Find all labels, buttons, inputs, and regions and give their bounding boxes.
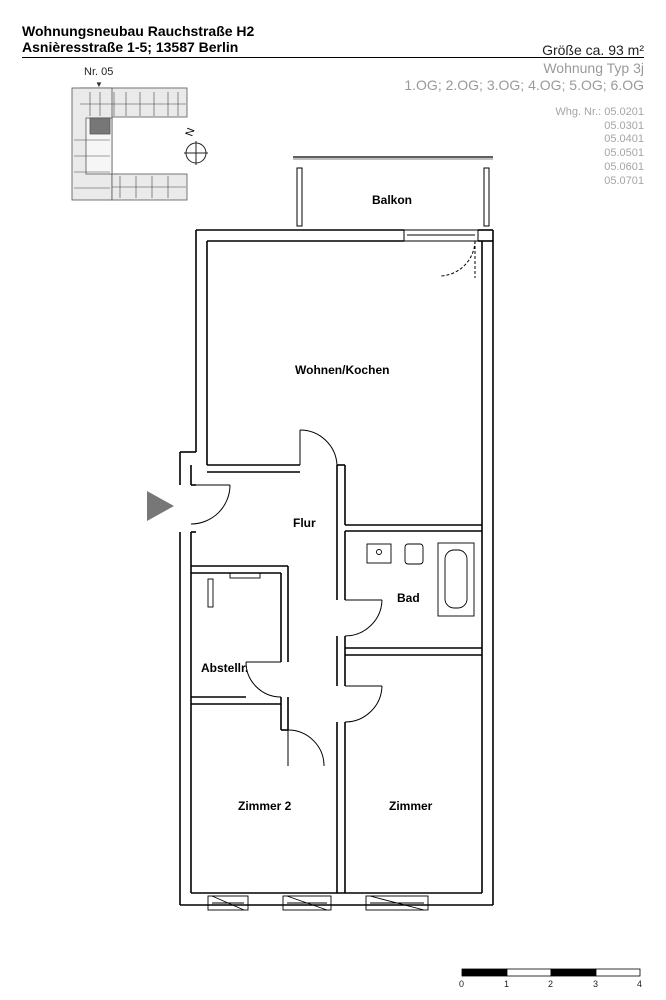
unit-number: 05.0301	[604, 119, 644, 132]
scale-bar	[461, 968, 641, 977]
floor-list: 1.OG; 2.OG; 3.OG; 4.OG; 5.OG; 6.OG	[404, 77, 644, 93]
apartment-type: Wohnung Typ 3j	[543, 60, 644, 76]
unit-number: 05.0401	[604, 133, 644, 146]
keyplan-label: Nr. 05	[84, 66, 114, 78]
scale-label: 0	[459, 979, 465, 989]
entrance-arrow-icon	[147, 491, 174, 521]
unit-number: 05.0501	[604, 147, 644, 160]
bathtub-icon	[437, 542, 475, 617]
room-label-abstellraum: Abstellr.	[201, 661, 249, 675]
walls	[179, 229, 494, 906]
room-label-flur: Flur	[293, 516, 316, 530]
scale-label: 4	[637, 979, 643, 989]
project-title: Wohnungsneubau Rauchstraße H2	[22, 23, 255, 39]
room-label-zimmer: Zimmer	[389, 799, 433, 813]
bathroom-fixtures	[366, 542, 475, 617]
scale-label: 2	[548, 979, 554, 989]
room-label-wohnen-kochen: Wohnen/Kochen	[295, 363, 390, 377]
room-label-zimmer-2: Zimmer 2	[238, 799, 292, 813]
unit-number-list: Whg. Nr.: 05.0201 05.0301 05.0401 05.050…	[555, 106, 644, 188]
balcony-outline	[293, 156, 493, 227]
compass-icon	[184, 141, 208, 165]
door-swings	[190, 429, 383, 767]
unit-number: Whg. Nr.: 05.0201	[555, 106, 644, 118]
windows	[207, 895, 429, 911]
compass-north-label: N	[184, 126, 198, 138]
project-address: Asnièresstraße 1-5; 13587 Berlin	[22, 39, 239, 55]
toilet-icon	[404, 543, 424, 565]
scale-label: 3	[593, 979, 599, 989]
apartment-size: Größe ca. 93 m²	[542, 42, 644, 58]
keyplan-thumbnail	[71, 87, 188, 201]
scale-label: 1	[504, 979, 510, 989]
unit-number: 05.0601	[604, 160, 644, 173]
header-rule	[22, 57, 644, 58]
unit-number: 05.0701	[604, 174, 644, 187]
room-label-bad: Bad	[397, 591, 420, 605]
keyplan-pointer-icon: ▼	[95, 80, 103, 89]
sink-icon	[366, 543, 392, 564]
balcony-door	[403, 229, 479, 278]
radiator-icon	[207, 572, 261, 608]
room-label-balkon: Balkon	[372, 193, 413, 207]
